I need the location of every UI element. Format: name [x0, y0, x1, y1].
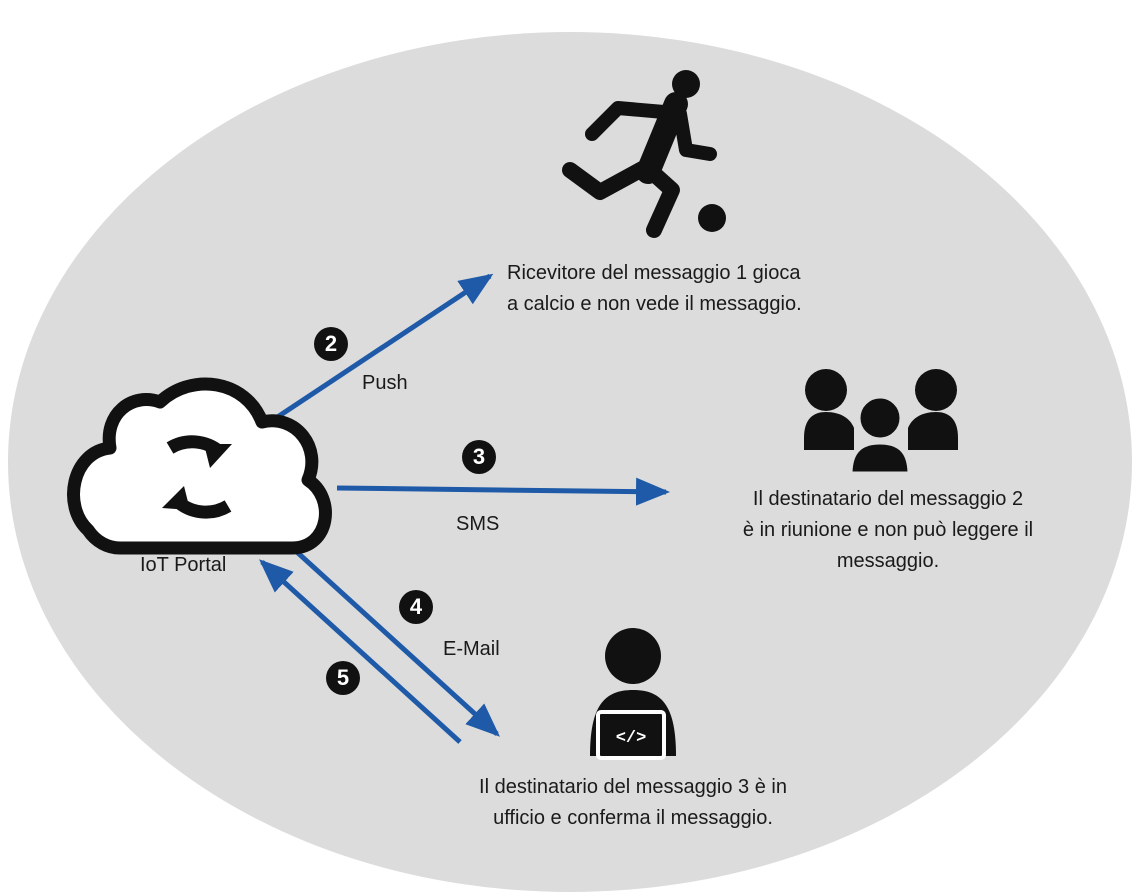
arrow-push: [274, 273, 494, 421]
recipient-3-line-1: Il destinatario del messaggio 3 è in: [479, 776, 787, 798]
step-badge-push: 2: [314, 327, 348, 361]
background-ellipse: [8, 32, 1132, 892]
recipient-3-line-2: ufficio e conferma il messaggio.: [493, 807, 773, 829]
recipient-2-line-2: è in riunione e non può leggere il: [742, 519, 1034, 541]
soccer-player-icon: [562, 70, 726, 238]
step-number: 2: [324, 331, 338, 356]
channel-label-push: Push: [362, 372, 408, 394]
step-badge-email: 4: [399, 590, 433, 624]
recipient-1-text: Ricevitore del messaggio 1 gioca a calci…: [507, 258, 802, 320]
channel-label-email: E-Mail: [443, 638, 500, 660]
recipient-3-text: Il destinatario del messaggio 3 è in uff…: [468, 772, 798, 834]
arrow-confirm: [259, 559, 462, 744]
arrow-email: [285, 541, 500, 737]
recipient-2-line-1: Il destinatario del messaggio 2: [752, 488, 1024, 510]
meeting-group-icon: [804, 369, 958, 477]
portal-label: IoT Portal: [140, 554, 227, 576]
step-badge-confirm: 5: [326, 661, 360, 695]
recipient-1-line-1: Ricevitore del messaggio 1 gioca: [507, 262, 801, 284]
channel-label-sms: SMS: [456, 513, 500, 535]
step-number: 3: [472, 444, 486, 469]
svg-text:</>: </>: [616, 729, 647, 748]
recipient-2-line-3: messaggio.: [836, 550, 940, 572]
cloud-sync-icon: [67, 377, 332, 555]
recipient-2-text: Il destinatario del messaggio 2 è in riu…: [716, 484, 1060, 577]
arrow-sms: [336, 477, 670, 506]
recipient-1-line-2: a calcio e non vede il messaggio.: [507, 293, 802, 315]
step-number: 5: [336, 665, 350, 690]
developer-laptop-icon: </>: [590, 628, 676, 760]
step-number: 4: [409, 594, 423, 619]
step-badge-sms: 3: [462, 440, 496, 474]
